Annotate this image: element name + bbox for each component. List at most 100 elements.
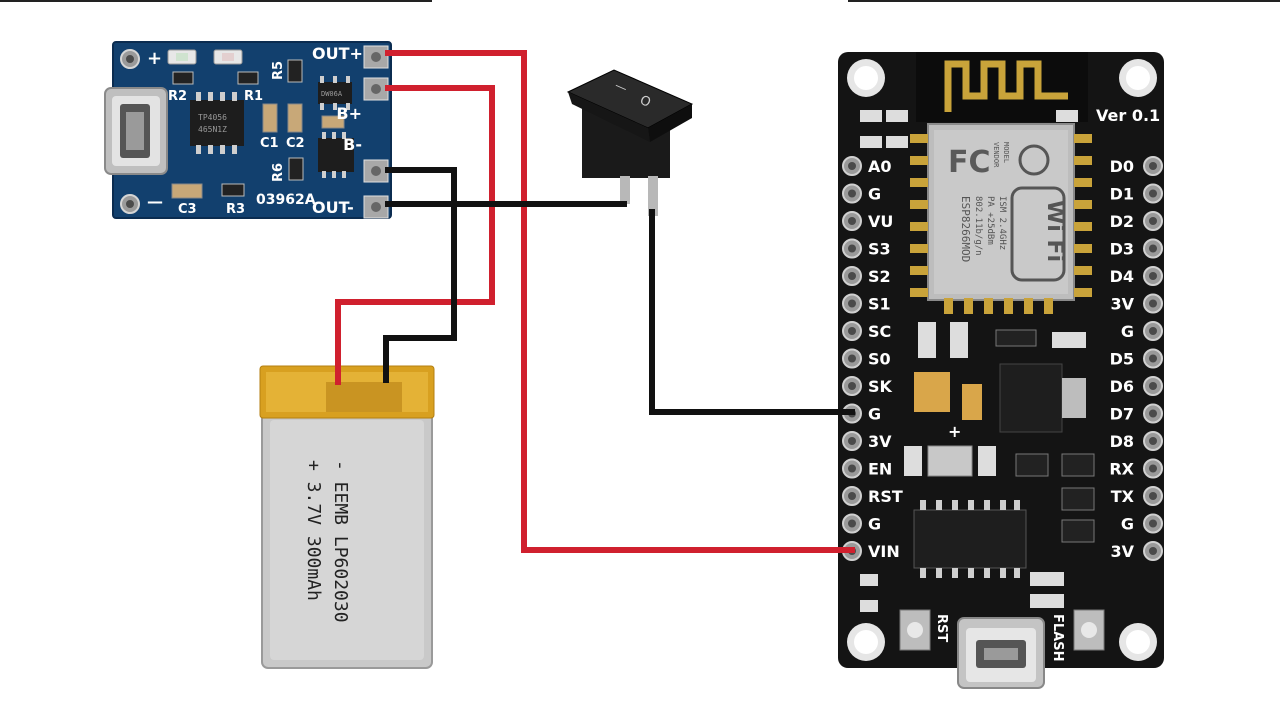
left-pin-hole-0 bbox=[848, 162, 856, 170]
right-pin-label: 3V bbox=[1110, 295, 1134, 314]
right-pin-label: D1 bbox=[1110, 185, 1134, 204]
nodemcu-smd-6 bbox=[904, 446, 922, 476]
left-pin-hole-11 bbox=[848, 464, 856, 473]
esp8266-module: FC MODEL VENDOR ESP8266MOD ISM 2.4GHz PA… bbox=[910, 123, 1092, 314]
left-pin-label: S3 bbox=[868, 240, 891, 259]
charger-pin-label-out-plus: OUT+ bbox=[312, 44, 363, 63]
charger-pin-label-b-minus: B- bbox=[343, 135, 362, 154]
charger-resistor-r1 bbox=[237, 71, 259, 85]
right-pin-hole-12 bbox=[1149, 492, 1157, 500]
esp-antenna-trace bbox=[944, 60, 1068, 112]
left-pin-hole-10 bbox=[848, 437, 856, 445]
esp-module-spec-1: ISM 2.4GHz bbox=[997, 196, 1007, 250]
nodemcu-flash-button bbox=[1073, 609, 1105, 651]
wire-switch-to-gnd bbox=[649, 209, 855, 415]
left-pin-label: S0 bbox=[868, 350, 891, 369]
nodemcu-smd-3 bbox=[918, 322, 936, 358]
left-pin-label: G bbox=[868, 405, 881, 424]
wire-b-minus-to-battery bbox=[383, 167, 457, 383]
charger-usb-port bbox=[104, 87, 168, 175]
charger-cap-c3 bbox=[171, 183, 203, 199]
nodemcu-uart-chip bbox=[913, 500, 1027, 578]
charger-pad-plus-hole bbox=[126, 55, 134, 63]
right-pin-hole-5 bbox=[1149, 299, 1157, 308]
left-pin-hole-5 bbox=[848, 299, 856, 308]
left-pin-label: S2 bbox=[868, 267, 891, 286]
switch-leg-right bbox=[648, 176, 658, 216]
nodemcu-plus-mark: + bbox=[948, 422, 961, 441]
charger-label-c3: C3 bbox=[178, 202, 197, 217]
right-pin-label: D8 bbox=[1110, 432, 1134, 451]
tp4056-chip: TP4056 465N1Z bbox=[190, 92, 244, 154]
nodemcu-smd-5 bbox=[1052, 332, 1086, 348]
right-pin-hole-0 bbox=[1149, 162, 1157, 170]
espressif-logo-icon bbox=[1018, 144, 1050, 176]
charger-label-c1: C1 bbox=[260, 136, 279, 151]
right-pin-label: 3V bbox=[1110, 542, 1134, 561]
nodemcu-smd-4 bbox=[950, 322, 968, 358]
charger-board-code: 03962A bbox=[256, 192, 316, 208]
right-pin-hole-8 bbox=[1149, 382, 1157, 390]
left-pin-hole-1 bbox=[848, 189, 856, 198]
left-pin-hole-7 bbox=[848, 354, 856, 363]
right-pin-hole-14 bbox=[1149, 547, 1157, 555]
right-pin-label: G bbox=[1121, 515, 1134, 534]
charger-label-r3: R3 bbox=[226, 202, 245, 217]
left-pin-hole-3 bbox=[848, 244, 856, 253]
charger-cap-c2 bbox=[287, 103, 303, 133]
nodemcu-tantalum-1 bbox=[914, 372, 950, 412]
right-pin-label: TX bbox=[1111, 487, 1135, 506]
nodemcu-rst-label: RST bbox=[934, 614, 949, 642]
charger-plus-sign: + bbox=[147, 48, 162, 69]
tp4056-chip-label: TP4056 bbox=[198, 113, 227, 122]
charger-resistor-r2 bbox=[172, 71, 194, 85]
nodemcu-flash-label: FLASH bbox=[1050, 614, 1065, 661]
right-pin-hole-10 bbox=[1149, 437, 1157, 445]
switch-leg-left bbox=[620, 176, 630, 204]
charger-small-cap bbox=[321, 115, 345, 129]
esp-module-name: ESP8266MOD bbox=[959, 196, 972, 262]
nodemcu-tantalum-2 bbox=[962, 384, 982, 420]
charger-label-r2: R2 bbox=[168, 89, 187, 104]
right-pin-hole-6 bbox=[1149, 327, 1157, 335]
left-pin-label: S1 bbox=[868, 295, 891, 314]
charger-board: + — R2 R1 R5 TP4056 465N1Z bbox=[104, 41, 392, 219]
left-pin-hole-8 bbox=[848, 382, 856, 390]
right-pin-label: D7 bbox=[1110, 405, 1134, 424]
right-pin-hole-11 bbox=[1149, 464, 1157, 473]
left-pin-hole-6 bbox=[848, 327, 856, 335]
nodemcu-transistor bbox=[1015, 453, 1049, 477]
left-pin-label: A0 bbox=[868, 157, 892, 176]
charger-label-r1: R1 bbox=[244, 89, 263, 104]
charger-cap-c1 bbox=[262, 103, 278, 133]
right-pin-hole-4 bbox=[1149, 272, 1157, 280]
nodemcu-resistor-array bbox=[995, 329, 1037, 347]
right-pin-label: D5 bbox=[1110, 350, 1134, 369]
right-pin-label: D2 bbox=[1110, 212, 1134, 231]
nodemcu-smd-1 bbox=[860, 110, 882, 122]
esp-module-spec-2: PA +25dBm bbox=[985, 196, 995, 245]
esp-module-spec-3: 802.11b/g/n bbox=[973, 196, 983, 256]
right-pin-hole-13 bbox=[1149, 519, 1157, 528]
right-pin-label: D3 bbox=[1110, 240, 1134, 259]
esp-module-castellations bbox=[910, 134, 1092, 314]
charger-pad-minus-hole bbox=[126, 200, 134, 208]
wires bbox=[335, 50, 855, 553]
wire-b-plus-to-battery bbox=[335, 85, 495, 385]
switch-mark-on: — bbox=[613, 78, 630, 96]
nodemcu-regulator bbox=[999, 363, 1086, 433]
left-pin-label: 3V bbox=[868, 432, 892, 451]
wire-out-plus-to-vin bbox=[385, 50, 855, 553]
esp-module-brand: FC bbox=[948, 145, 991, 180]
lipo-battery: - EEMB LP602030 + 3.7V 300mAh bbox=[259, 365, 435, 669]
battery-label-line1: - EEMB LP602030 bbox=[330, 460, 351, 623]
left-pin-label: VIN bbox=[868, 542, 900, 561]
esp-module-vendor-2: VENDOR bbox=[992, 142, 1000, 168]
left-pin-hole-4 bbox=[848, 272, 856, 280]
right-pin-label: G bbox=[1121, 322, 1134, 341]
right-pin-hole-7 bbox=[1149, 354, 1157, 363]
left-pin-hole-2 bbox=[848, 217, 856, 225]
nodemcu-top-led bbox=[1056, 110, 1078, 122]
